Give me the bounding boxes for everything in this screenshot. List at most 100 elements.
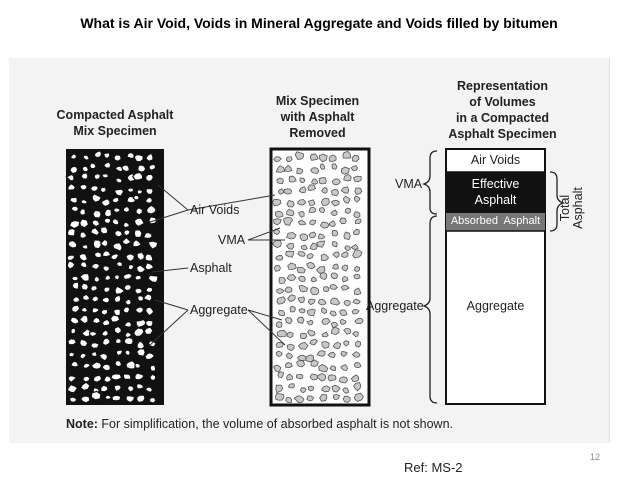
aggregate-particle [67,375,78,384]
aggregate-particle [296,167,304,175]
aggregate-particle [308,231,317,239]
aggregate-particle [125,359,138,370]
aggregate-particle [149,364,157,372]
aggregate-particle [114,177,123,184]
aggregate-particle [100,384,109,393]
reference: Ref: MS-2 [404,460,463,475]
aggregate-particle [332,263,339,270]
aggregate-particle [329,310,337,317]
aggregate-particle [99,238,109,248]
aggregate-particle [318,177,327,185]
aggregate-particle [309,153,319,161]
aggregate-particle [351,351,361,358]
aggregate-particle [66,337,78,346]
aggregate-particle [332,394,340,401]
aggregate-particle [353,273,361,280]
aggregate-particle [124,331,133,339]
aggregate-particle [101,363,111,372]
aggregate-particle [319,271,328,281]
aggregate-leader-3 [247,309,283,321]
aggregate-particle [276,177,284,185]
aggregate-particle [68,196,78,204]
aggregate-particle [135,348,146,357]
aggregate-particle [148,163,157,171]
aggregate-particle [286,231,297,240]
aggregate-particle [132,194,141,201]
aggregate-particle [273,228,281,236]
aggregate-particle [273,156,282,163]
aggregate-particle [299,332,308,340]
aggregate-particle [353,362,362,369]
aggregate-particle [102,161,112,169]
aggregate-particle [298,186,307,194]
aggregate-particle [67,182,77,191]
total-asphalt-label: Total Asphalt [558,168,585,248]
aggregate-particle [89,184,99,193]
aggregate-particle [289,305,296,313]
aggregate-particle [298,285,309,293]
aggregate-particle [306,252,314,260]
aggregate-particle [120,164,131,173]
aggregate-particle [79,395,91,404]
aggregate-particle [92,239,103,250]
aggregate-particle [287,294,296,302]
aggregate-particle [330,188,339,197]
aggregate-particle [111,196,120,204]
aggregate-particle [352,249,363,259]
total-asphalt-brace [549,171,566,232]
aggregate-particle [321,331,329,338]
aggregate-particle [286,209,295,217]
aggregate-particle [78,183,89,191]
aggregate-particle [147,340,157,348]
aggregate-particle [122,205,131,214]
air-voids-leader-3 [187,194,276,211]
aggregate-particle [148,397,157,404]
aggregate-particle [284,286,293,293]
aggregate-particle [144,306,155,317]
aggregate-particle [103,217,112,225]
figure-note: Note: For simplification, the volume of … [66,417,453,431]
panel3-heading-line2: of Volumes [469,95,536,109]
aggregate-particle [351,309,360,315]
aggregate-particle [65,173,75,182]
aggregate-particle [318,364,329,372]
aggregate-particle [320,197,330,207]
aggregate-particle [287,262,297,270]
aggregate-particle [113,188,125,197]
callout-aggregate: Aggregate [190,303,248,317]
brace-vma-label: VMA [395,177,423,191]
aggregate-particle [343,173,352,182]
aggregate-particle [122,373,132,380]
aggregate-particle [317,298,327,306]
panel3-heading-line4: Asphalt Specimen [448,127,557,141]
panel1-heading: Compacted Asphalt Mix Specimen [45,107,185,139]
aggregate-particle [275,384,284,394]
aggregate-particle [318,233,326,240]
aggregate-particle [330,199,340,207]
aggregate-particle [354,317,364,325]
aggregate-particle [308,206,317,214]
aggregate-particle [285,242,295,250]
aggregate-particle [104,394,113,401]
aggregate-particle [70,304,81,314]
aggregate-particle [112,308,122,317]
aggregate-particle [122,221,130,229]
aggregate-particle [309,338,319,346]
aggregate-particle [110,394,122,402]
aggregate-particle [133,229,143,239]
aggregate-particle [81,293,91,302]
aggregate-particle [80,306,89,313]
aggregate-particle [278,277,287,284]
aggregate-particle [100,308,109,317]
aggregate-particle [306,308,316,316]
aggregate-particle [275,321,283,328]
aggregate-particle [319,163,326,170]
brace-aggregate-label: Aggregate [366,299,424,313]
aggregate-particle [99,186,108,194]
aggregate-particle [295,373,304,380]
aggregate-particle [98,352,109,362]
aggregate-particle [352,298,361,305]
aggregate-particle [319,221,330,229]
aggregate-particle [299,387,307,394]
aggregate-particle [320,253,330,262]
